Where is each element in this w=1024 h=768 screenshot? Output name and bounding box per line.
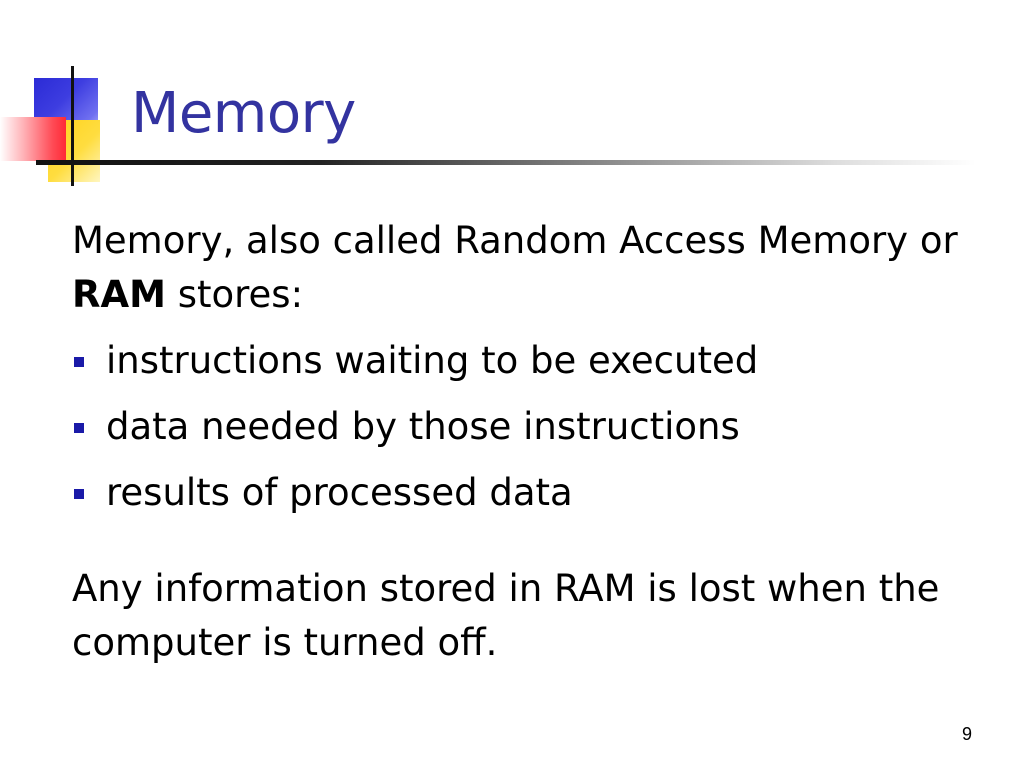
intro-text-start: Memory, also called Random Access Memory… (72, 219, 958, 262)
bullet-square-icon (74, 357, 84, 367)
list-item: instructions waiting to be executed (72, 328, 972, 394)
intro-paragraph: Memory, also called Random Access Memory… (72, 214, 972, 322)
logo-vertical-line (71, 66, 74, 186)
list-item-text: instructions waiting to be executed (106, 339, 759, 382)
slide-title: Memory (131, 81, 356, 146)
intro-text-end: stores: (165, 273, 304, 316)
list-item-text: results of processed data (106, 471, 573, 514)
bullet-square-icon (74, 423, 84, 433)
page-number: 9 (961, 724, 972, 744)
slide-body: Memory, also called Random Access Memory… (72, 214, 972, 670)
closing-paragraph: Any information stored in RAM is lost wh… (72, 567, 940, 664)
bullet-list: instructions waiting to be executed data… (72, 328, 972, 526)
list-item: results of processed data (72, 460, 972, 526)
logo-red-square (0, 117, 66, 161)
title-underline (36, 160, 976, 165)
intro-text-bold: RAM (72, 273, 166, 316)
list-item-text: data needed by those instructions (106, 405, 740, 448)
list-item: data needed by those instructions (72, 394, 972, 460)
bullet-square-icon (74, 489, 84, 499)
